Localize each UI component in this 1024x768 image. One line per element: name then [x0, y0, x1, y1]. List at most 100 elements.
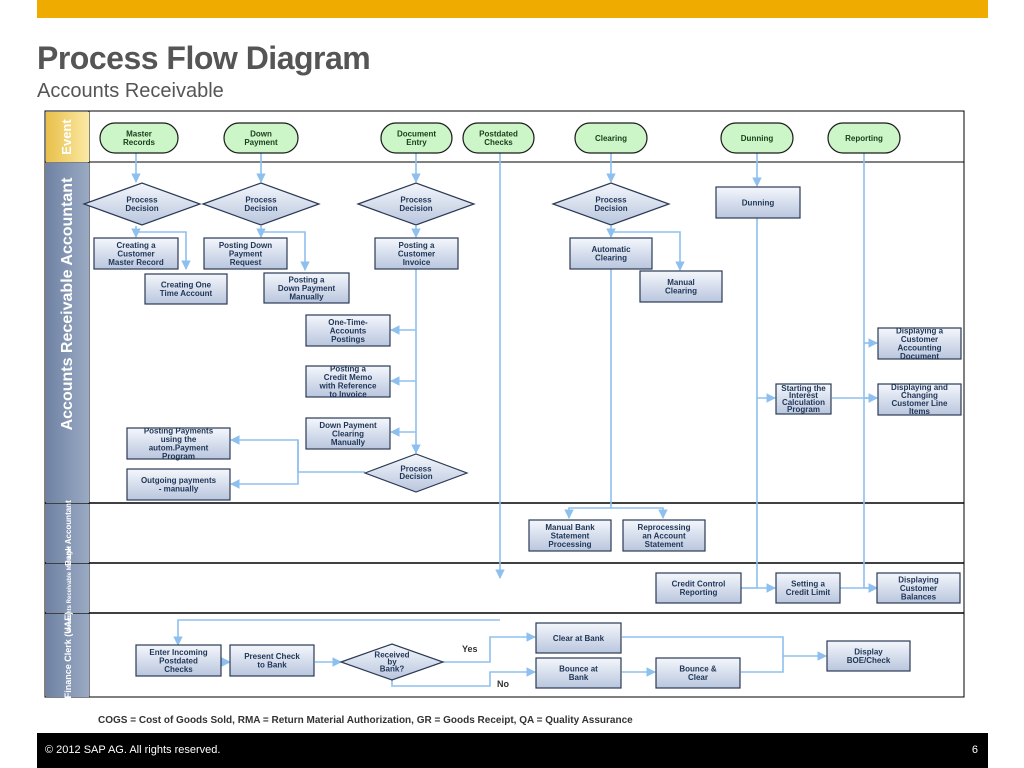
step-label-line: One-Time- [328, 318, 368, 327]
step-label-line: Creating a [116, 241, 156, 250]
connector-line [611, 507, 668, 519]
connector-line [741, 656, 784, 673]
page-number: 6 [971, 744, 978, 756]
lane-label-event [46, 112, 89, 162]
step-label-line: Customer [900, 584, 937, 593]
decision-label-line: Decision [399, 204, 432, 213]
step-label-line: Bounce at [559, 665, 598, 674]
event-label-line: Document [397, 130, 436, 139]
connector-line [611, 231, 685, 271]
step-label-line: an Account [642, 531, 686, 540]
event-label-line: Reporting [845, 134, 883, 143]
step-label-line: Bank [569, 673, 589, 682]
event-label-line: Checks [484, 138, 513, 147]
step-label-line: Posting Payments [144, 427, 214, 436]
decision-label-line: Decision [244, 204, 277, 213]
event-label-line: Dunning [741, 134, 774, 143]
decision-label-line: Bank? [380, 664, 405, 673]
decision-label-line: Decision [594, 204, 627, 213]
step-label-line: Customer [117, 249, 154, 258]
step-label-line: Displaying and [891, 383, 948, 392]
step-label-line: Starting the [781, 384, 826, 393]
copyright: © 2012 SAP AG. All rights reserved. [45, 744, 221, 756]
event-label-line: Postdated [479, 130, 518, 139]
decision-label-line: Process [126, 196, 158, 205]
page-subtitle: Accounts Receivable [37, 80, 224, 102]
decision-label-line: Decision [125, 204, 158, 213]
decision-label-line: by [387, 657, 397, 666]
lane-label-ar-manager [46, 564, 89, 613]
lane-finance-clerk-text: Finance Clerk (UAE) [63, 612, 73, 699]
decision-label-line: Process [595, 196, 627, 205]
event-clearing[interactable]: Clearing [574, 122, 648, 154]
lane-label-ar-accountant [46, 163, 89, 503]
connector-line [230, 435, 365, 473]
step-label-line: Credit Control [672, 580, 726, 589]
step-label-line: Creating One [161, 281, 212, 290]
step-label-line: Clearing [595, 254, 627, 263]
step-label-line: Clear [688, 673, 708, 682]
footer: © 2012 SAP AG. All rights reserved. 6 [37, 733, 988, 768]
step-label-line: Display [854, 648, 883, 657]
step-label-line: with Reference [319, 382, 377, 391]
step-label-line: Statement [645, 540, 684, 549]
step-label-line: Posting Down [219, 241, 272, 250]
step-bounce-clear[interactable]: Bounce &Clear [655, 657, 741, 689]
event-dunning[interactable]: Dunning [720, 122, 794, 154]
accent-bar [37, 0, 988, 18]
step-label-line: Posting a [330, 365, 367, 374]
event-reporting[interactable]: Reporting [827, 122, 901, 154]
event-label-line: Down [250, 130, 272, 139]
step-dunning[interactable]: Dunning [715, 186, 801, 219]
page-title: Process Flow Diagram [37, 40, 371, 76]
step-label-line: Master Record [108, 258, 164, 267]
lane-ar-manager-text: Accounts Receivable Manager [67, 545, 73, 632]
step-label-line: Balances [901, 592, 937, 601]
step-label-line: Clear at Bank [553, 634, 605, 643]
step-outgoing-payments[interactable]: Outgoing payments- manually [126, 468, 231, 501]
step-label-line: Manually [331, 438, 366, 447]
branch-no-label: No [497, 679, 509, 689]
step-clear-at-bank[interactable]: Clear at Bank [535, 622, 622, 654]
step-label-line: Calculation [782, 398, 825, 407]
connectors [131, 152, 878, 687]
step-label-line: Reporting [680, 588, 718, 597]
step-label-line: Items [909, 407, 930, 416]
lane-ar-accountant-text: Accounts Receivable Accountant [59, 177, 76, 430]
step-label-line: Credit Memo [324, 373, 373, 382]
